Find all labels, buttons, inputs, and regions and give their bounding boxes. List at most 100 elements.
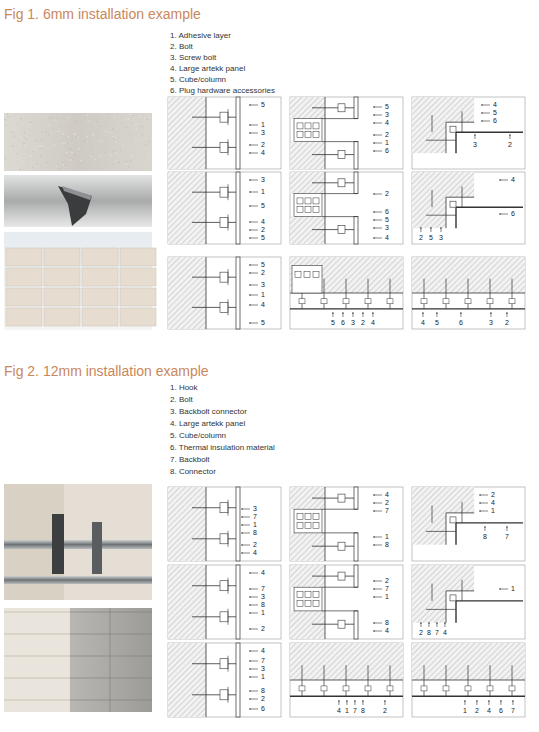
bolt: [468, 665, 469, 696]
texture-speck: [99, 141, 100, 142]
callout-number: 1: [384, 139, 390, 147]
leader-line: [250, 153, 258, 154]
texture-speck: [131, 156, 132, 157]
wall-face: [412, 293, 525, 294]
leader-line: [250, 192, 258, 193]
bracket: [443, 299, 449, 304]
bolt: [490, 279, 491, 309]
leader-line: [512, 701, 513, 705]
cladding-panel: [455, 601, 456, 623]
leader-line: [420, 623, 421, 627]
bolt: [432, 506, 433, 523]
texture-speck: [48, 135, 49, 136]
callout-number: 2: [384, 190, 390, 198]
callout-number: 7: [260, 657, 266, 665]
texture-speck: [14, 129, 15, 130]
leader-dot: [249, 596, 251, 598]
leader-line: [506, 527, 507, 531]
window-frame: [294, 509, 322, 533]
figure-heading: Fig 1. 6mm installation example: [4, 6, 201, 22]
bracket: [321, 686, 327, 691]
callout-number: 8: [260, 687, 266, 695]
texture-speck: [92, 135, 93, 136]
texture-speck: [30, 155, 31, 156]
bracket: [220, 217, 228, 227]
cladding-panel: [354, 172, 358, 194]
bracket-shape: [92, 522, 102, 574]
callout-number: 8: [482, 533, 488, 541]
texture-speck: [17, 153, 18, 154]
texture-speck: [42, 132, 43, 133]
window-profile: [295, 271, 301, 277]
tile-joint: [70, 656, 152, 657]
leader-dot: [249, 604, 251, 606]
texture-speck: [66, 152, 67, 153]
wall-hatch: [412, 565, 446, 623]
bolt: [432, 115, 433, 132]
leader-dot: [436, 312, 438, 314]
callout-number: 3: [350, 319, 356, 327]
texture-speck: [120, 149, 121, 150]
leader-line: [338, 701, 339, 705]
facade-tile: [120, 268, 156, 286]
texture-speck: [87, 114, 88, 115]
texture-speck: [64, 161, 65, 162]
callout-number: 8: [252, 529, 258, 537]
leader-line: [374, 511, 382, 512]
wall-face: [446, 590, 474, 591]
leader-line: [374, 228, 382, 229]
leader-line: [506, 313, 507, 317]
leader-line: [352, 313, 353, 317]
texture-speck: [75, 155, 76, 156]
texture-speck: [13, 136, 14, 137]
leader-line: [444, 623, 445, 627]
leader-line: [250, 222, 258, 223]
texture-speck: [112, 128, 113, 129]
texture-speck: [12, 146, 13, 147]
leader-dot: [373, 193, 375, 195]
leader-dot: [420, 622, 422, 624]
texture-speck: [40, 155, 41, 156]
window-profile: [313, 207, 319, 213]
leader-line: [332, 313, 333, 317]
panel-frame: [412, 172, 525, 244]
leader-line: [374, 537, 382, 538]
bolt: [312, 154, 354, 155]
leader-dot: [249, 322, 251, 324]
section-drawing: [290, 487, 403, 561]
callout-number: 4: [252, 549, 258, 557]
leader-line: [484, 527, 485, 531]
texture-speck: [53, 129, 54, 130]
bracket: [387, 686, 393, 691]
bracket: [421, 686, 427, 691]
texture-speck: [72, 152, 73, 153]
leader-dot: [249, 660, 251, 662]
leader-line: [250, 323, 258, 324]
callout-number: 4: [442, 629, 448, 637]
facade-photo: [4, 608, 152, 712]
callout-number: 5: [260, 234, 266, 242]
window-profile: [297, 132, 303, 138]
cladding-panel: [236, 97, 240, 169]
callout-number: 3: [260, 281, 266, 289]
texture-speck: [89, 120, 90, 121]
texture-speck: [149, 141, 150, 142]
window-profile: [313, 592, 319, 598]
section-drawing: [412, 487, 525, 561]
legend-item: 5. Cube/column: [170, 431, 226, 441]
leader-dot: [436, 622, 438, 624]
leader-line: [242, 533, 250, 534]
section-drawing: [168, 565, 281, 639]
cladding-panel: [354, 217, 358, 244]
leader-line: [474, 135, 475, 139]
bolt: [324, 279, 325, 309]
wall-face: [290, 680, 403, 681]
facade-tile: [6, 308, 42, 326]
texture-speck: [116, 152, 117, 153]
leader-line: [250, 597, 258, 598]
facade-tile: [6, 268, 42, 286]
texture-speck: [55, 121, 56, 122]
bolt: [192, 192, 236, 193]
leader-line: [250, 709, 258, 710]
texture-speck: [23, 143, 24, 144]
